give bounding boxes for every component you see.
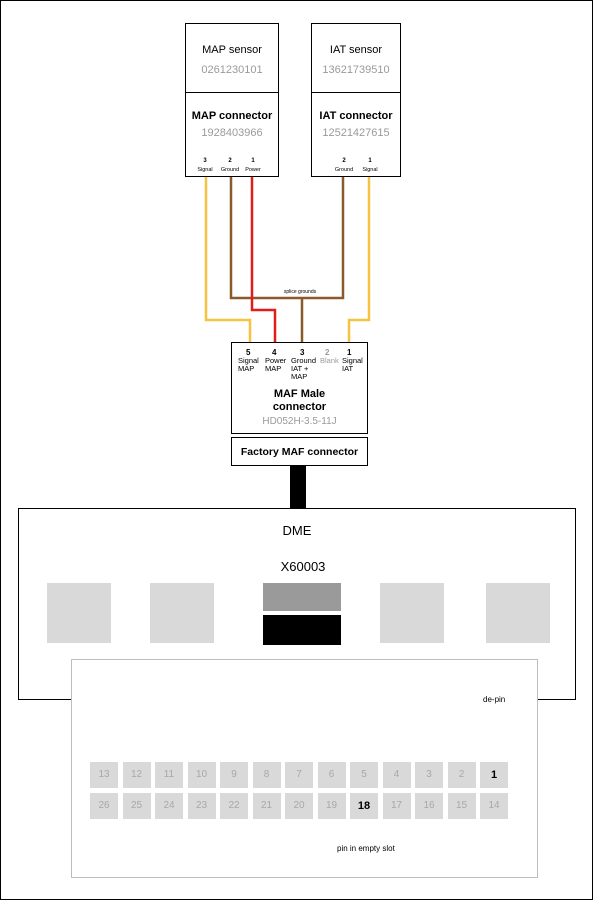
- splice-label: splice grounds: [283, 289, 317, 295]
- pin-slot-11: 11: [155, 762, 183, 788]
- maf-pin-1-l2: IAT: [342, 364, 354, 373]
- maf-pin-5-l1: Signal: [238, 356, 259, 365]
- pin-slot-6: 6: [317, 762, 346, 788]
- harness-cable: [290, 465, 306, 510]
- pin-slot-3: 3: [415, 762, 443, 788]
- map-sensor-title: MAP sensor: [202, 44, 262, 56]
- pin-slot-24: 24: [155, 793, 183, 819]
- maf-pin-1-num: 1: [347, 348, 352, 357]
- pin-slot-21: 21: [252, 793, 281, 819]
- pin-slot-22: 22: [220, 793, 248, 819]
- dme-connector-x60003-top: [263, 583, 341, 611]
- maf-pin-4-num: 4: [272, 348, 277, 357]
- map-pin-1-num: 1: [251, 158, 255, 164]
- iat-pin-2-num: 2: [342, 158, 346, 164]
- maf-male-title-line1: MAF Male: [273, 388, 326, 400]
- pin-slot-18: 18: [350, 793, 378, 819]
- maf-pin-3-num: 3: [300, 348, 305, 357]
- iat-sensor-part: 13621739510: [322, 64, 390, 76]
- pin-slot-13: 13: [90, 762, 118, 788]
- map-connector-part: 1928403966: [201, 127, 263, 139]
- dme-connector-block-4: [380, 583, 444, 643]
- pin-slot-10: 10: [187, 762, 216, 788]
- map-pin-3-num: 3: [203, 158, 207, 164]
- maf-pin-5-l2: MAP: [238, 364, 255, 373]
- pin-slot-4: 4: [382, 762, 411, 788]
- pin-slot-15: 15: [447, 793, 476, 819]
- pin-slot-5: 5: [350, 762, 378, 788]
- wire-map-ground: [229, 176, 345, 300]
- wire-iat-signal: [347, 176, 371, 343]
- pin-slot-25: 25: [122, 793, 151, 819]
- empty-slot-label: pin in empty slot: [337, 844, 395, 853]
- iat-pin-2-label: Ground: [334, 167, 354, 173]
- dme-title: DME: [282, 523, 312, 538]
- maf-male-connector-box: 5 Signal MAP 4 Power MAP 3 Ground IAT + …: [231, 342, 368, 434]
- map-connector-box: MAP connector 1928403966 3 Signal 2 Grou…: [185, 92, 279, 177]
- maf-pin-3-l2: IAT +: [291, 364, 309, 373]
- maf-pin-3-l1: Ground: [291, 356, 317, 365]
- dme-connector-id: X60003: [280, 559, 326, 574]
- map-pin-3-label: Signal: [197, 167, 213, 173]
- factory-maf-title: Factory MAF connector: [240, 446, 359, 458]
- iat-connector-title: IAT connector: [319, 110, 393, 122]
- dme-connector-block-1: [47, 583, 111, 643]
- maf-pin-2-num: 2: [325, 348, 330, 357]
- maf-pin-5-num: 5: [246, 348, 251, 357]
- pin-slot-20: 20: [285, 793, 313, 819]
- dme-connector-x60003-bottom: [263, 615, 341, 645]
- pin-slot-16: 16: [415, 793, 443, 819]
- depin-label: de-pin: [483, 695, 506, 704]
- maf-male-title-line2: connector: [272, 401, 327, 413]
- maf-pin-1-l1: Signal: [342, 356, 363, 365]
- iat-pin-1-label: Signal: [362, 167, 378, 173]
- dme-connector-block-5: [486, 583, 550, 643]
- maf-pin-4-l2: MAP: [265, 364, 282, 373]
- wire-map-power: [250, 176, 277, 343]
- dme-connector-block-2: [150, 583, 214, 643]
- map-pin-1-label: Power: [245, 167, 261, 173]
- map-pin-2-label: Ground: [220, 167, 240, 173]
- pin-slot-7: 7: [285, 762, 313, 788]
- iat-sensor-box: IAT sensor 13621739510: [311, 23, 401, 93]
- pin-slot-19: 19: [317, 793, 346, 819]
- pin-slot-2: 2: [447, 762, 476, 788]
- maf-pin-2-l1: Blank: [320, 356, 339, 365]
- factory-maf-connector-box: Factory MAF connector: [231, 437, 368, 466]
- pin-slot-8: 8: [252, 762, 281, 788]
- iat-connector-box: IAT connector 12521427615 2 Ground 1 Sig…: [311, 92, 401, 177]
- pin-slot-26: 26: [90, 793, 118, 819]
- pin-slot-12: 12: [122, 762, 151, 788]
- pin-slot-17: 17: [382, 793, 411, 819]
- pin-slot-14: 14: [480, 793, 508, 819]
- iat-connector-part: 12521427615: [322, 127, 390, 139]
- iat-sensor-title: IAT sensor: [329, 44, 383, 56]
- map-pin-2-num: 2: [228, 158, 232, 164]
- maf-male-part: HD052H-3.5-11J: [262, 416, 337, 427]
- wire-map-signal: [204, 176, 252, 343]
- pin-slot-23: 23: [187, 793, 216, 819]
- pin-slot-9: 9: [220, 762, 248, 788]
- maf-pin-3-l3: MAP: [291, 372, 308, 381]
- map-connector-title: MAP connector: [191, 110, 273, 122]
- maf-pin-4-l1: Power: [265, 356, 287, 365]
- pin-slot-1: 1: [480, 762, 508, 788]
- map-sensor-part: 0261230101: [201, 64, 263, 76]
- iat-pin-1-num: 1: [368, 158, 372, 164]
- map-sensor-box: MAP sensor 0261230101: [185, 23, 279, 93]
